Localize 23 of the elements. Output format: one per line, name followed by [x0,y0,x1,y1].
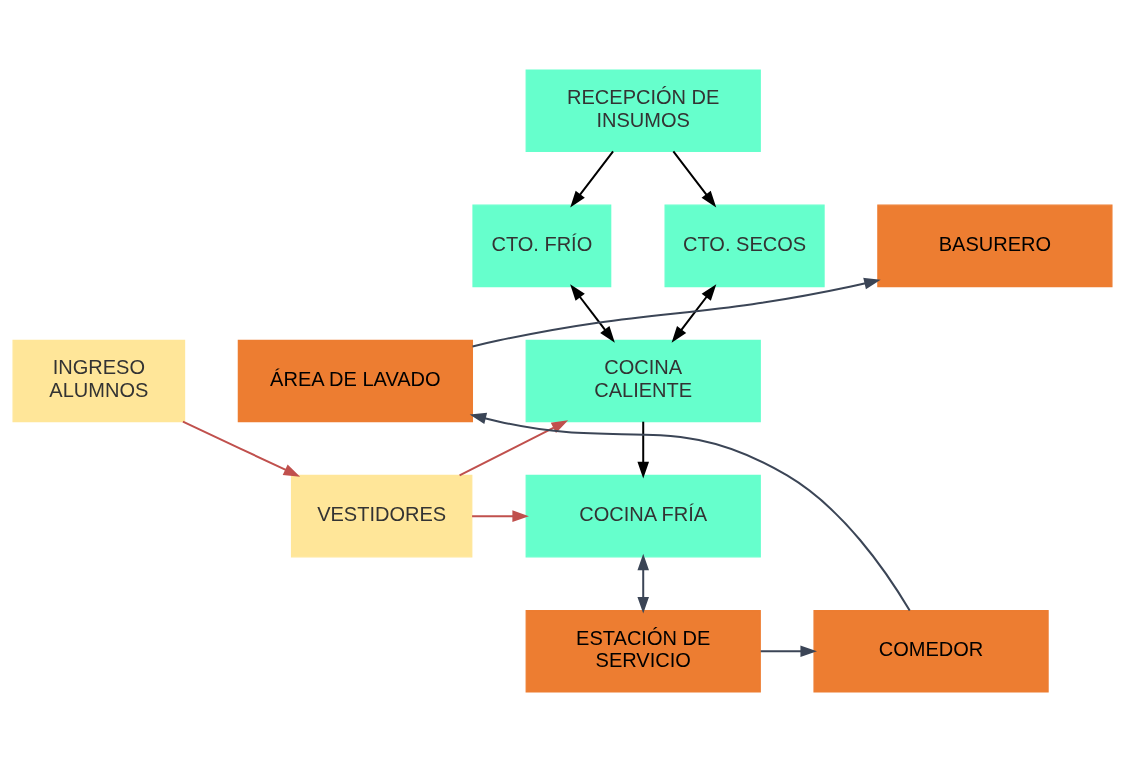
node-box: VESTIDORES [290,474,473,558]
arrow [570,284,615,343]
arrow [671,284,717,343]
node-box: CTO. SECOS [664,204,825,288]
arrow [471,277,881,348]
arrow [637,420,649,479]
node-box: COCINA FRÍA [525,474,761,558]
node-box: CTO. FRÍO [472,204,612,288]
arrow [469,412,911,612]
node-box: ÁREA DE LAVADO [237,339,473,423]
node-box: COCINA CALIENTE [525,339,761,423]
arrow [458,420,569,477]
arrow [181,420,301,477]
arrow [759,645,817,658]
node-box: BASURERO [877,204,1113,288]
arrow [570,150,615,208]
node-box: INGRESO ALUMNOS [12,339,186,423]
arrow [672,150,717,208]
node-box: COMEDOR [813,610,1049,693]
arrow [471,510,529,522]
node-box: ESTACIÓN DE SERVICIO [525,610,761,693]
node-box: RECEPCIÓN DE INSUMOS [525,69,761,152]
arrow [637,553,649,614]
